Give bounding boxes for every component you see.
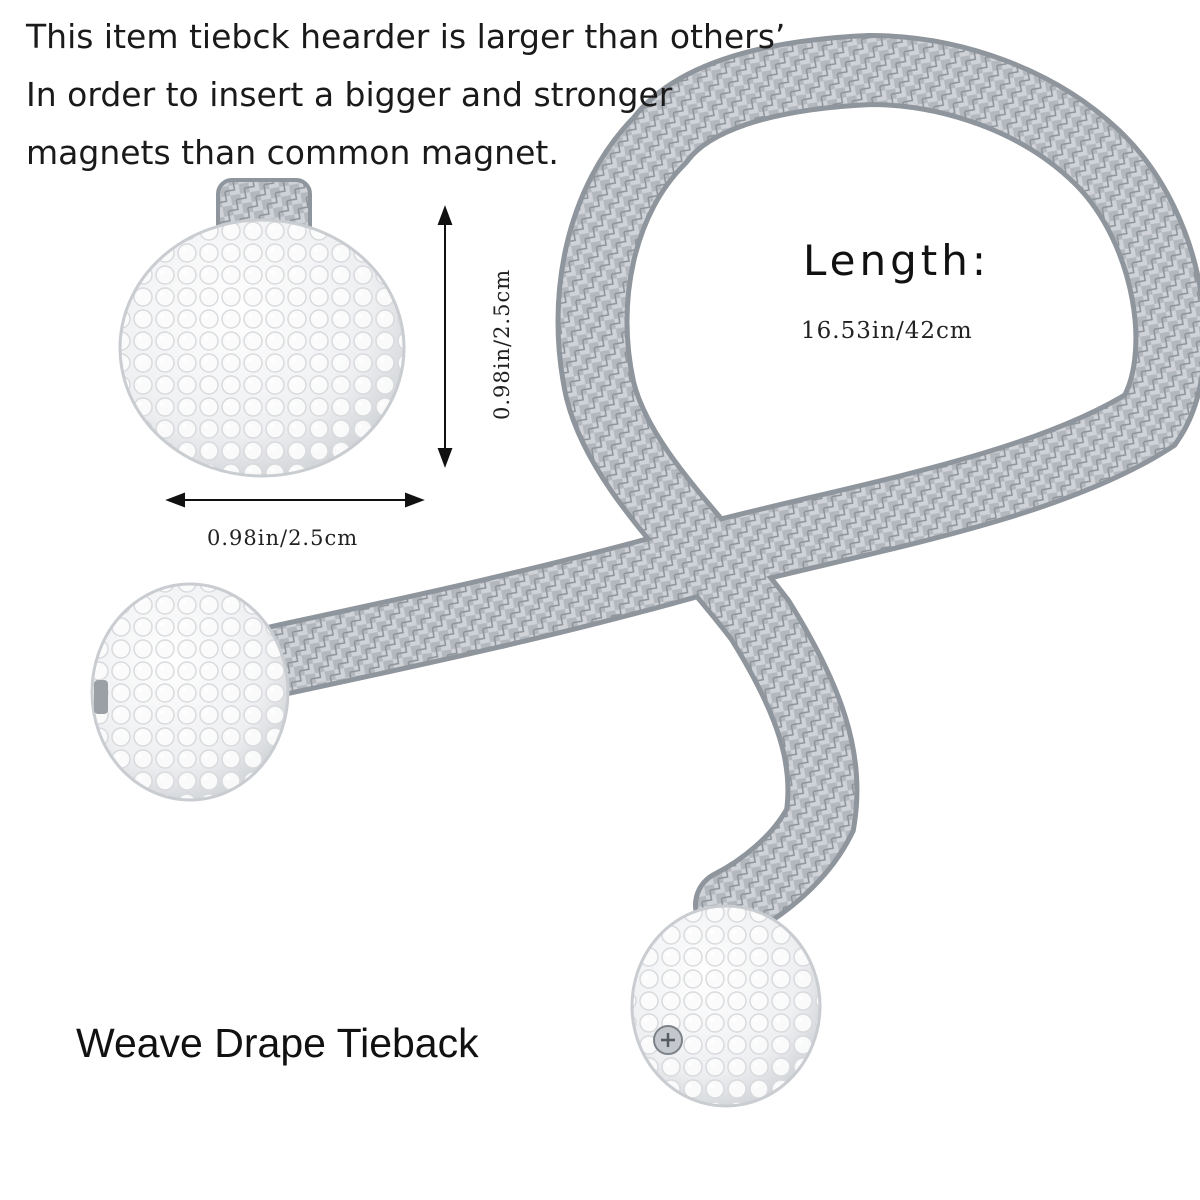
product-name: Weave Drape Tieback <box>76 1020 479 1066</box>
magnet-screw-icon <box>94 680 108 714</box>
ball-height-label: 0.98in/2.5cm <box>490 268 514 420</box>
length-value: 16.53in/42cm <box>801 318 973 344</box>
ball-width-label: 0.98in/2.5cm <box>207 526 359 550</box>
pearl-ball-bottom <box>630 904 822 1108</box>
pearl-ball-detail <box>118 218 406 478</box>
braided-cord <box>216 32 1200 942</box>
intro-line: magnets than common magnet. <box>26 133 559 172</box>
intro-text: This item tiebck hearder is larger than … <box>26 8 785 182</box>
height-arrow <box>437 205 453 468</box>
intro-line: This item tiebck hearder is larger than … <box>26 17 786 56</box>
pearl-ball-left <box>90 582 290 802</box>
intro-line: In order to insert a bigger and stronger <box>26 75 673 114</box>
width-arrow <box>165 492 425 508</box>
length-title: Length: <box>803 236 991 285</box>
